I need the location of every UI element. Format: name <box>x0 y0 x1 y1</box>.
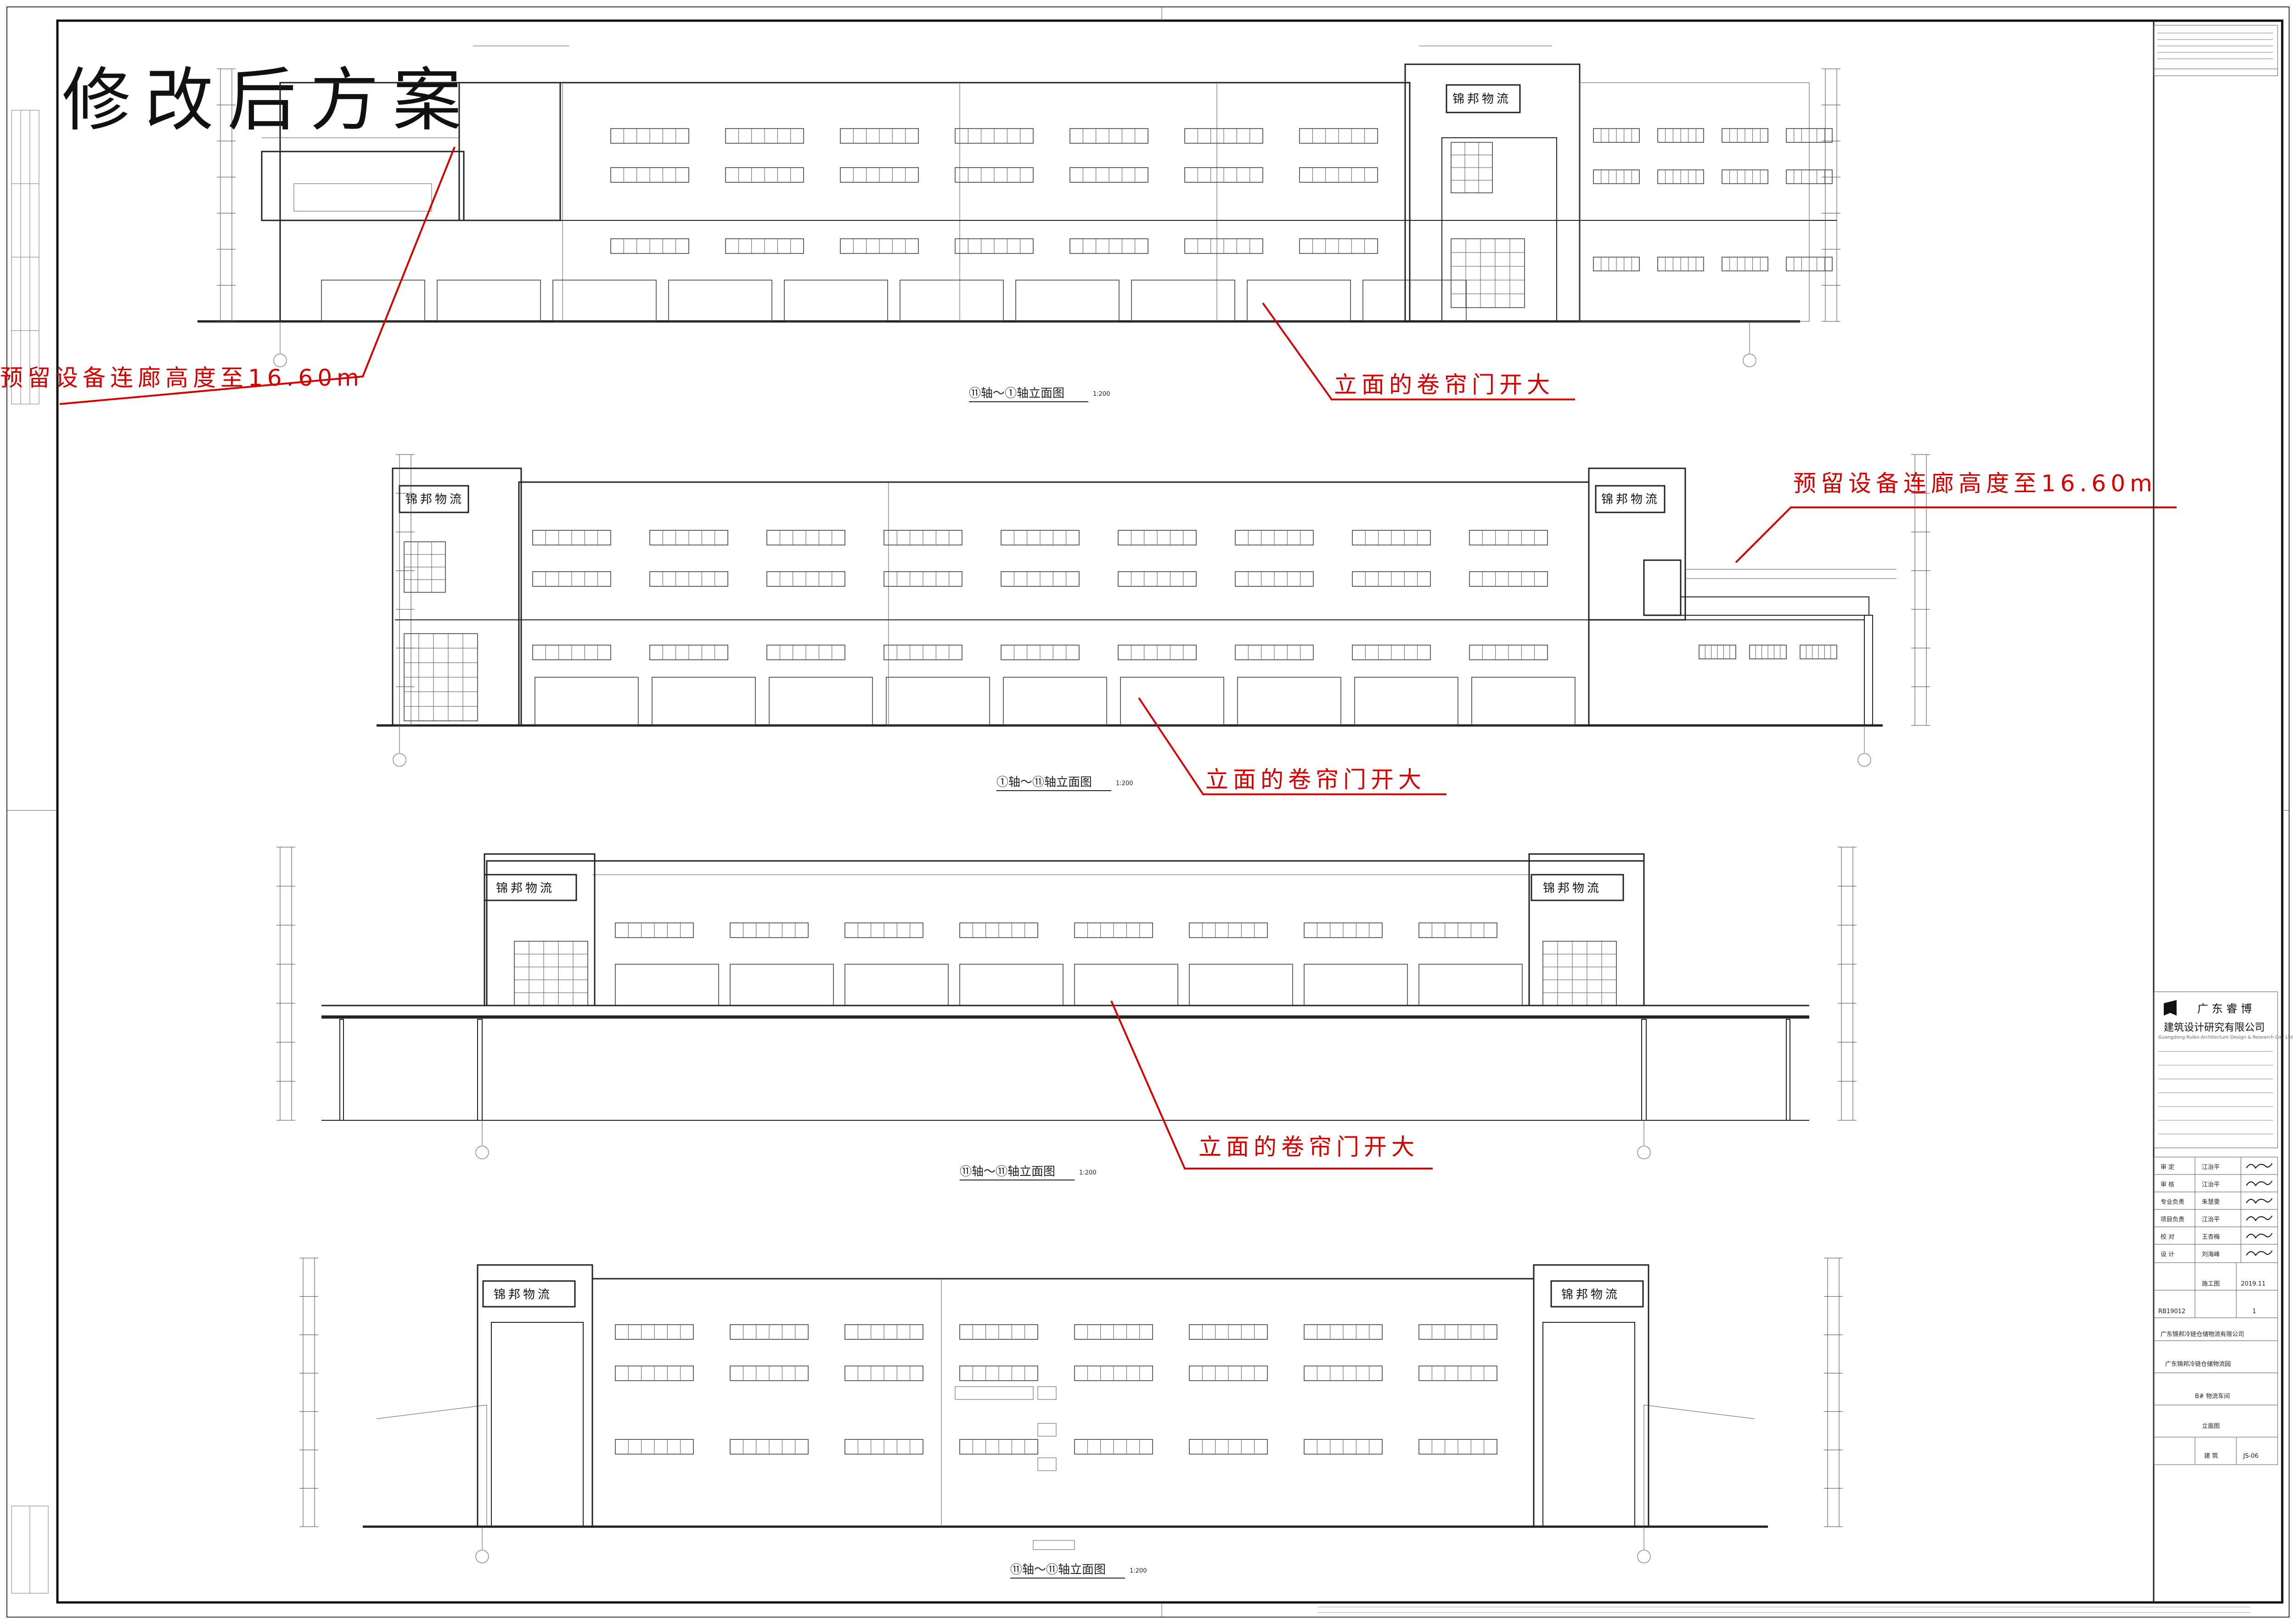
footer-note <box>1318 1607 2250 1613</box>
firm-name-cn: 广 东 睿 博 <box>2197 1002 2252 1015</box>
annotation-door-1-text: 立面的卷帘门开大 <box>1334 371 1554 398</box>
elevation-3-caption: ⑪轴～⑪轴立面图 <box>960 1165 1055 1179</box>
signoff-name: 刘海峰 <box>2202 1251 2220 1258</box>
rolling-door <box>1015 280 1120 322</box>
rolling-door <box>1074 964 1178 1006</box>
elevation-4: 锦邦物流 锦邦物流 <box>299 1258 1843 1563</box>
rolling-door <box>1131 280 1235 322</box>
signoff-role: 专业负责 <box>2161 1199 2184 1206</box>
rolling-door <box>615 964 719 1006</box>
rolling-door <box>1418 964 1523 1006</box>
signoff-name: 朱慧雯 <box>2202 1198 2220 1206</box>
annotation-door-1: 立面的卷帘门开大 <box>1262 302 1575 400</box>
elevation-3-scale: 1:200 <box>1079 1169 1096 1176</box>
rolling-door <box>437 280 541 322</box>
annotation-door-2: 立面的卷帘门开大 <box>1138 697 1446 795</box>
tb-subproject: B# 物流车间 <box>2195 1393 2230 1400</box>
tb-project-name: 广东锦邦冷链仓储物流园 <box>2165 1361 2231 1368</box>
annotation-door-3: 立面的卷帘门开大 <box>1110 1000 1433 1169</box>
elevation-4-sign-left: 锦邦物流 <box>494 1288 552 1302</box>
tb-drawing-name: 立面图 <box>2202 1423 2220 1430</box>
signature-icon <box>2246 1198 2273 1204</box>
elevation-2: 锦邦物流 锦邦物流 <box>377 454 1930 767</box>
annotation-corridor-2-text: 预留设备连廊高度至16.60m <box>1793 470 2157 497</box>
elevation-2-sign-left: 锦邦物流 <box>405 493 464 506</box>
signature-icon <box>2246 1215 2273 1221</box>
signoff-role: 审 定 <box>2161 1164 2174 1171</box>
annotation-door-2-text: 立面的卷帘门开大 <box>1205 766 1426 793</box>
title-block: 广 东 睿 博 建筑设计研究有限公司 Guangdong Ruibo Archi… <box>2153 21 2293 1602</box>
rolling-door <box>769 677 873 726</box>
general-notes <box>2157 33 2273 59</box>
elevation-1-caption: ⑪轴～①轴立面图 <box>969 387 1064 400</box>
elevation-3-sign-left: 锦邦物流 <box>496 882 555 895</box>
rolling-door <box>959 964 1064 1006</box>
inner-frame <box>56 19 2284 1604</box>
signature-icon <box>2246 1180 2273 1186</box>
elevation-1: 锦邦物流 <box>197 45 1840 367</box>
firm-logo-icon <box>2164 1000 2177 1016</box>
elevation-2-sign-right: 锦邦物流 <box>1601 493 1660 506</box>
elevation-1-scale: 1:200 <box>1093 391 1110 398</box>
tb-discipline: 建 筑 <box>2204 1452 2218 1460</box>
tb-edition: 1 <box>2252 1308 2256 1315</box>
tb-client: 广东锦邦冷链仓储物流有限公司 <box>2161 1331 2244 1338</box>
signoff-name: 江治平 <box>2202 1164 2220 1171</box>
rolling-door <box>1120 677 1224 726</box>
signature-icon <box>2246 1250 2273 1256</box>
rolling-door <box>1304 964 1408 1006</box>
elevation-2-caption: ①轴～⑪轴立面图 <box>996 775 1092 789</box>
outer-frame <box>6 6 2290 1618</box>
elevation-4-caption: ⑪轴～⑪轴立面图 <box>1010 1563 1106 1577</box>
rolling-door <box>1354 677 1458 726</box>
curtain-wall <box>514 941 588 1006</box>
rolling-door <box>1237 677 1341 726</box>
elevation-4-sign-right: 锦邦物流 <box>1561 1288 1620 1302</box>
curtain-wall <box>1451 238 1525 308</box>
rolling-door <box>652 677 756 726</box>
signoff-role: 项目负责 <box>2161 1216 2184 1223</box>
rolling-door <box>730 964 834 1006</box>
elevation-1-sign-right: 锦邦物流 <box>1452 92 1511 106</box>
rolling-door <box>1003 677 1107 726</box>
rolling-door <box>1189 964 1293 1006</box>
tb-date: 2019.11 <box>2241 1281 2266 1287</box>
curtain-wall <box>1542 941 1617 1006</box>
left-binding-strip <box>11 110 49 1594</box>
signature-icon <box>2246 1163 2273 1169</box>
tb-phase: 施工图 <box>2202 1281 2220 1287</box>
rolling-door <box>552 280 657 322</box>
firm-name-en: Guangdong Ruibo Architecture Design & Re… <box>2158 1035 2293 1040</box>
signoff-name: 王杏梅 <box>2202 1234 2220 1241</box>
rolling-door <box>1471 677 1576 726</box>
rolling-door <box>886 677 990 726</box>
rolling-door <box>1247 280 1351 322</box>
signoff-role: 校 对 <box>2161 1233 2174 1241</box>
tb-sheet-no: JS-06 <box>2243 1453 2258 1460</box>
rolling-door <box>784 280 888 322</box>
rolling-door <box>900 280 1004 322</box>
elevation-4-scale: 1:200 <box>1130 1568 1147 1574</box>
elevation-3-sign-right: 锦邦物流 <box>1543 882 1602 895</box>
tb-project-no: RB19012 <box>2158 1308 2185 1315</box>
signoff-role: 设 计 <box>2161 1251 2174 1258</box>
rolling-door <box>321 280 425 322</box>
annotation-corridor-1-text: 预留设备连廊高度至16.60m <box>0 365 364 391</box>
signoff-name: 江治平 <box>2202 1181 2220 1188</box>
signoff-role: 审 核 <box>2161 1181 2174 1188</box>
annotation-door-3-text: 立面的卷帘门开大 <box>1199 1134 1419 1160</box>
rolling-door <box>535 677 639 726</box>
stamp-title: 修改后方案 <box>62 61 475 140</box>
annotation-corridor-1: 预留设备连廊高度至16.60m <box>0 146 456 405</box>
elevation-2-scale: 1:200 <box>1116 780 1133 787</box>
rolling-door <box>844 964 949 1006</box>
firm-name-cn2: 建筑设计研究有限公司 <box>2164 1022 2265 1034</box>
signoff-name: 江治平 <box>2202 1216 2220 1223</box>
elevation-3: 锦邦物流 锦邦物流 <box>276 847 1857 1159</box>
annotation-corridor-2: 预留设备连廊高度至16.60m <box>1735 470 2177 563</box>
rolling-door <box>668 280 772 322</box>
signature-icon <box>2246 1233 2273 1239</box>
